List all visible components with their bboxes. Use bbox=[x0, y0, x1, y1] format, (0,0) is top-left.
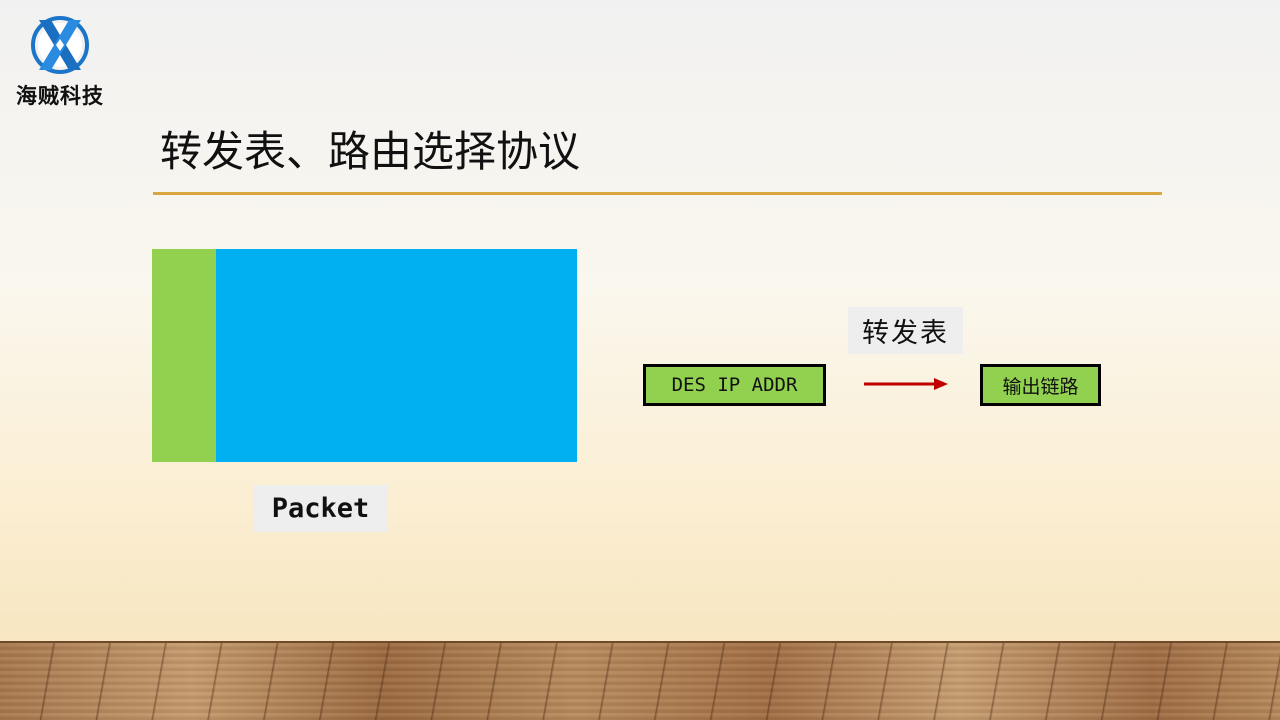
logo-text: 海贼科技 bbox=[16, 83, 104, 108]
forwarding-table-label: 转发表 bbox=[848, 307, 963, 354]
output-link-box: 输出链路 bbox=[980, 364, 1101, 406]
x-logo-icon bbox=[31, 16, 89, 74]
dest-ip-box: DES IP ADDR bbox=[643, 364, 826, 406]
packet-label: Packet bbox=[253, 485, 388, 532]
arrow-right-icon bbox=[864, 378, 948, 390]
packet-header-block bbox=[152, 249, 216, 462]
wood-floor-decoration bbox=[0, 643, 1280, 720]
packet-payload-block bbox=[216, 249, 577, 462]
logo: 海贼科技 bbox=[8, 12, 112, 112]
title-divider bbox=[153, 192, 1162, 195]
page-title: 转发表、路由选择协议 bbox=[160, 127, 581, 176]
floor-edge bbox=[0, 641, 1280, 644]
